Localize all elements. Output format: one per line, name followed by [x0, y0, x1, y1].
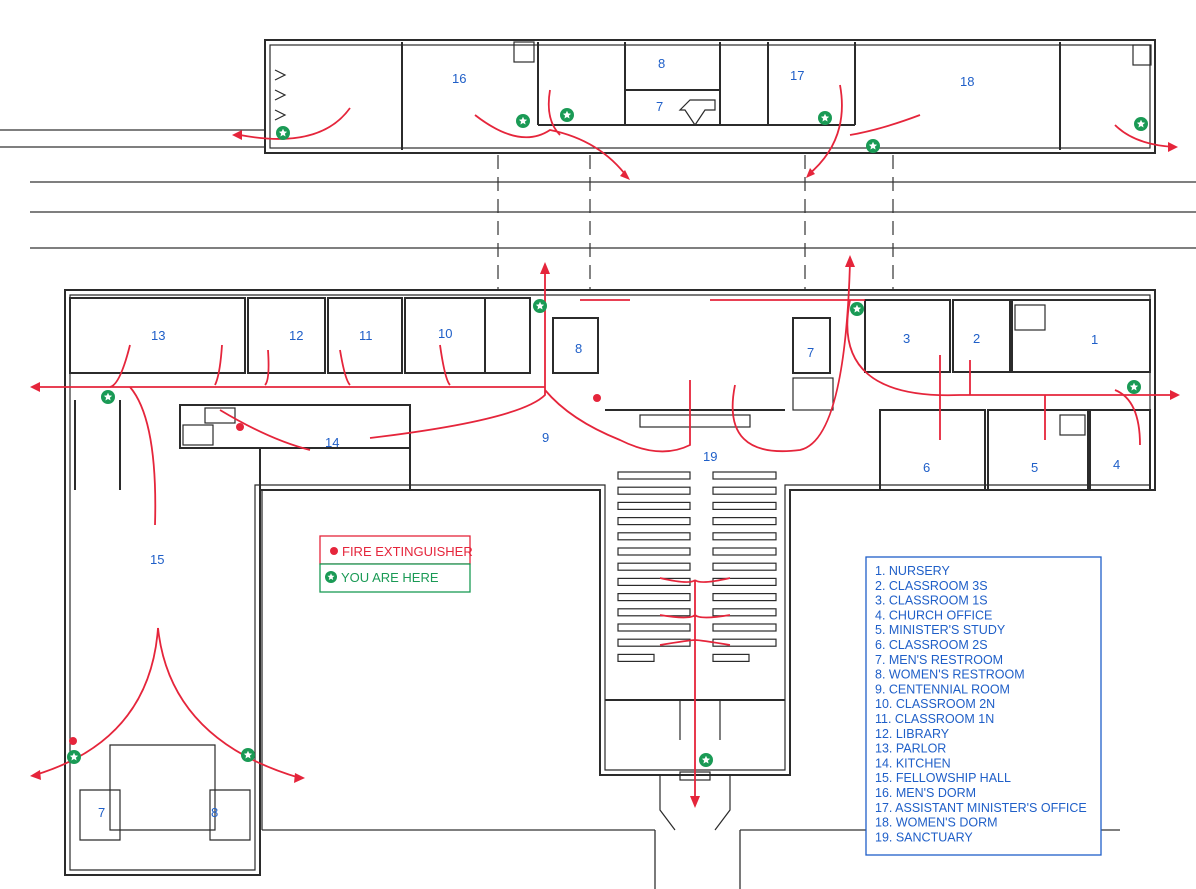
room-label-1: 1	[1091, 332, 1098, 347]
room-label-7-top: 7	[656, 99, 663, 114]
dorm-building	[264, 39, 1156, 154]
pew	[712, 623, 777, 632]
pew	[617, 562, 691, 571]
pew	[617, 638, 691, 647]
room-label-13: 13	[151, 328, 165, 343]
you-are-here-icon	[325, 571, 337, 583]
you-are-here-icon	[699, 753, 713, 767]
you-are-here-icon	[533, 299, 547, 313]
legend-item: 10. CLASSROOM 2N	[875, 697, 995, 711]
room-label-3: 3	[903, 331, 910, 346]
pew	[712, 653, 750, 663]
you-are-here-icon	[101, 390, 115, 404]
room-label-19: 19	[703, 449, 717, 464]
legend-item: 14. KITCHEN	[875, 756, 951, 770]
you-are-here-icon	[276, 126, 290, 140]
you-are-here-icon	[1127, 380, 1141, 394]
legend-item: 12. LIBRARY	[875, 727, 950, 741]
pew	[617, 547, 691, 556]
room-label-17: 17	[790, 68, 804, 83]
you-are-here-icon	[818, 111, 832, 125]
fire-extinguisher-icon	[236, 423, 244, 431]
pew	[712, 562, 777, 571]
legend-item: 17. ASSISTANT MINISTER'S OFFICE	[875, 801, 1087, 815]
pew	[712, 592, 777, 602]
legend-item: 2. CLASSROOM 3S	[875, 579, 988, 593]
you-are-here-icon	[67, 750, 81, 764]
pew	[617, 653, 655, 663]
fire-extinguisher-icon	[69, 737, 77, 745]
room-label-8-hall: 8	[211, 805, 218, 820]
you-are-here-icon	[241, 748, 255, 762]
room-label-12: 12	[289, 328, 303, 343]
pew	[712, 516, 777, 526]
pew	[617, 608, 691, 617]
room-label-8-top: 8	[658, 56, 665, 71]
room-label-8-main: 8	[575, 341, 582, 356]
pew	[617, 592, 691, 602]
legend-item: 6. CLASSROOM 2S	[875, 638, 988, 652]
fire-extinguisher-markers	[69, 394, 601, 745]
you-are-here-icon	[325, 571, 337, 583]
room-label-7-hall: 7	[98, 805, 105, 820]
room-label-16: 16	[452, 71, 466, 86]
legend-item: 1. NURSERY	[875, 564, 950, 578]
sanctuary-pews	[617, 471, 777, 663]
legend-item: 15. FELLOWSHIP HALL	[875, 771, 1011, 785]
legend-item: 7. MEN'S RESTROOM	[875, 653, 1003, 667]
pew	[617, 471, 691, 480]
pew	[712, 547, 777, 556]
pew	[617, 532, 691, 541]
you-are-here-markers	[67, 108, 1148, 767]
legend-item: 4. CHURCH OFFICE	[875, 608, 992, 622]
exit-routes	[34, 84, 1176, 800]
room-label-7-main: 7	[807, 345, 814, 360]
pew	[712, 501, 777, 510]
room-label-4: 4	[1113, 457, 1120, 472]
legend-item: 3. CLASSROOM 1S	[875, 594, 988, 608]
fire-extinguisher-icon	[593, 394, 601, 402]
room-label-11: 11	[359, 328, 373, 343]
room-label-14: 14	[325, 435, 339, 450]
pew	[712, 608, 777, 617]
you-are-here-icon	[560, 108, 574, 122]
legend-item: 13. PARLOR	[875, 742, 946, 756]
arrowheads	[30, 130, 1180, 808]
legend-item: 11. CLASSROOM 1N	[875, 712, 994, 726]
you-are-here-icon	[1134, 117, 1148, 131]
room-labels: 16 8 7 17 18 13 12 11 10 8 7 3 2 1 14 9 …	[98, 56, 1120, 820]
legend-item: 8. WOMEN'S RESTROOM	[875, 668, 1025, 682]
room-label-18: 18	[960, 74, 974, 89]
fire-extinguisher-key-label: FIRE EXTINGUISHER	[342, 544, 473, 559]
legend-item: 19. SANCTUARY	[875, 830, 973, 844]
pew	[712, 532, 777, 541]
room-label-9: 9	[542, 430, 549, 445]
you-are-here-icon	[866, 139, 880, 153]
room-label-10: 10	[438, 326, 452, 341]
room-label-15: 15	[150, 552, 164, 567]
you-are-here-icon	[516, 114, 530, 128]
pew	[712, 638, 777, 647]
main-building	[64, 289, 1156, 876]
room-label-5: 5	[1031, 460, 1038, 475]
legend-item: 9. CENTENNIAL ROOM	[875, 682, 1010, 696]
pew	[712, 471, 777, 480]
legend-item: 16. MEN'S DORM	[875, 786, 976, 800]
pew	[617, 623, 691, 632]
pew	[617, 516, 691, 526]
you-are-here-key-label: YOU ARE HERE	[341, 570, 439, 585]
you-are-here-icon	[850, 302, 864, 316]
pew	[617, 486, 691, 495]
room-label-2: 2	[973, 331, 980, 346]
legend-item: 18. WOMEN'S DORM	[875, 816, 998, 830]
room-label-6: 6	[923, 460, 930, 475]
pew	[712, 486, 777, 495]
pew	[617, 501, 691, 510]
legend-item: 5. MINISTER'S STUDY	[875, 623, 1006, 637]
marker-key: FIRE EXTINGUISHER YOU ARE HERE	[319, 535, 473, 593]
fire-extinguisher-icon	[330, 547, 338, 555]
